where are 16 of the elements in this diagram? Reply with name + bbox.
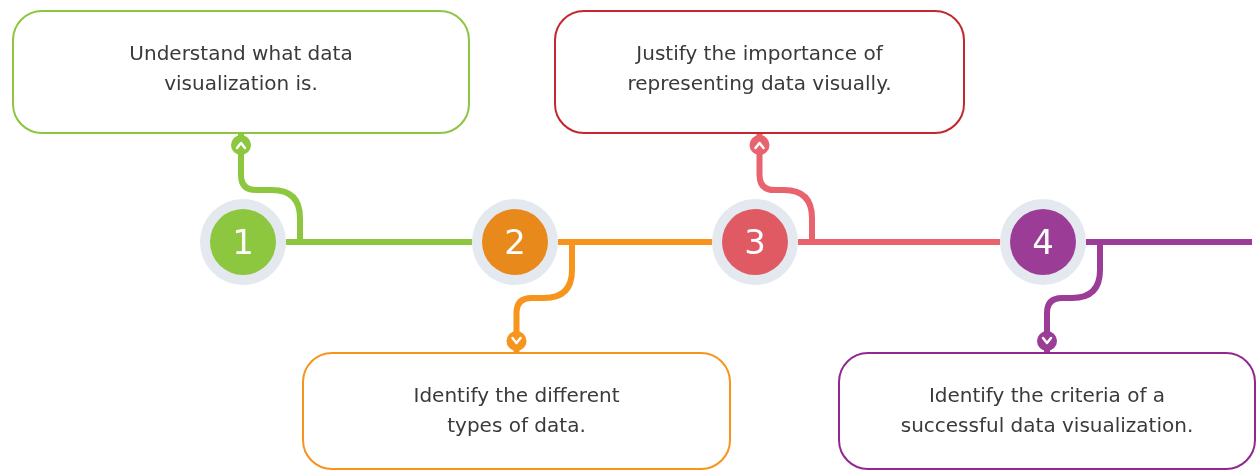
- leader-line: [748, 133, 815, 245]
- objective-text: Justify the importance of representing data visually.: [626, 40, 893, 97]
- step-number: 3: [744, 222, 766, 262]
- objective-text: Identify the different types of data.: [412, 382, 621, 439]
- leader-line: [229, 133, 303, 245]
- leader-line: [505, 239, 575, 353]
- step-number: 4: [1032, 222, 1054, 262]
- objective-text: Identify the criteria of a successful data visualization.: [899, 382, 1195, 439]
- leader-line: [1035, 239, 1103, 353]
- step-number: 2: [504, 222, 526, 262]
- objective-card: [554, 10, 965, 134]
- objective-text: Understand what data visualization is.: [128, 40, 354, 97]
- objective-card: [12, 10, 470, 134]
- objective-card: [302, 352, 731, 470]
- step-number: 1: [232, 222, 254, 262]
- objective-card: [838, 352, 1256, 470]
